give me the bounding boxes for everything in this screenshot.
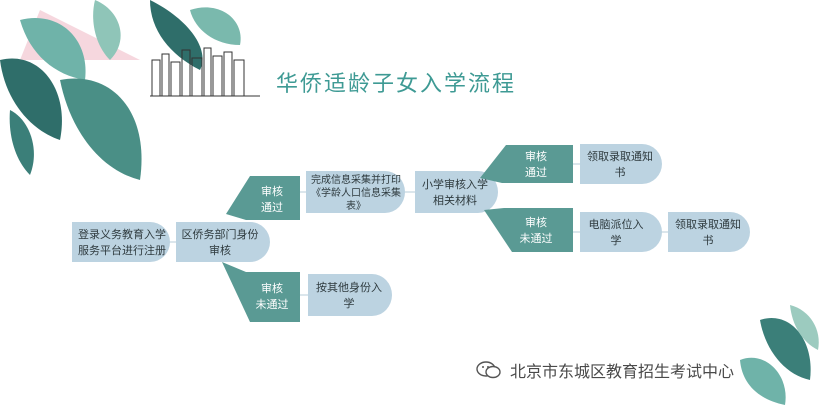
decision-fail1-shape — [222, 262, 300, 322]
decision-fail2: 审核 未通过 — [519, 216, 553, 245]
node-school: 小学审核入学相关材料 — [422, 178, 488, 207]
node-collect-shape — [306, 171, 405, 213]
node-notice1: 领取录取通知书 — [587, 150, 653, 179]
node-other-shape — [308, 274, 392, 316]
page-title: 华侨适龄子女入学流程 — [276, 72, 517, 97]
node-notice1-shape — [580, 144, 662, 184]
decision-fail2-shape — [484, 208, 573, 252]
node-collect: 完成信息采集并打印《学龄人口信息采集表》 — [311, 174, 401, 212]
decision-pass2: 审核 通过 — [525, 150, 547, 179]
decision-fail1: 审核 未通过 — [255, 282, 289, 311]
books-illustration — [150, 47, 260, 97]
node-school-shape — [415, 171, 498, 213]
decision-pass1: 审核 通过 — [261, 185, 283, 214]
node-start: 登录义务教育入学服务平台进行注册 — [78, 228, 166, 257]
leaf-decoration-bottom-right — [740, 305, 819, 405]
decision-pass1-shape — [226, 176, 300, 220]
node-notice2-shape — [668, 212, 750, 252]
node-district-shape — [176, 222, 270, 262]
node-start-shape — [72, 222, 170, 262]
node-district: 区侨务部门身份审核 — [181, 228, 259, 257]
node-notice2: 领取录取通知书 — [675, 218, 741, 247]
node-other: 按其他身份入学 — [316, 281, 382, 310]
decision-pass2-shape — [480, 145, 573, 183]
node-computer: 电脑派位入学 — [588, 218, 644, 247]
footer-text: 北京市东城区教育招生考试中心 — [510, 362, 735, 381]
footer-watermark: 北京市东城区教育招生考试中心 — [476, 358, 734, 382]
wechat-icon — [476, 361, 501, 379]
node-computer-shape — [580, 212, 662, 252]
leaf-decoration-top-left — [0, 0, 241, 180]
